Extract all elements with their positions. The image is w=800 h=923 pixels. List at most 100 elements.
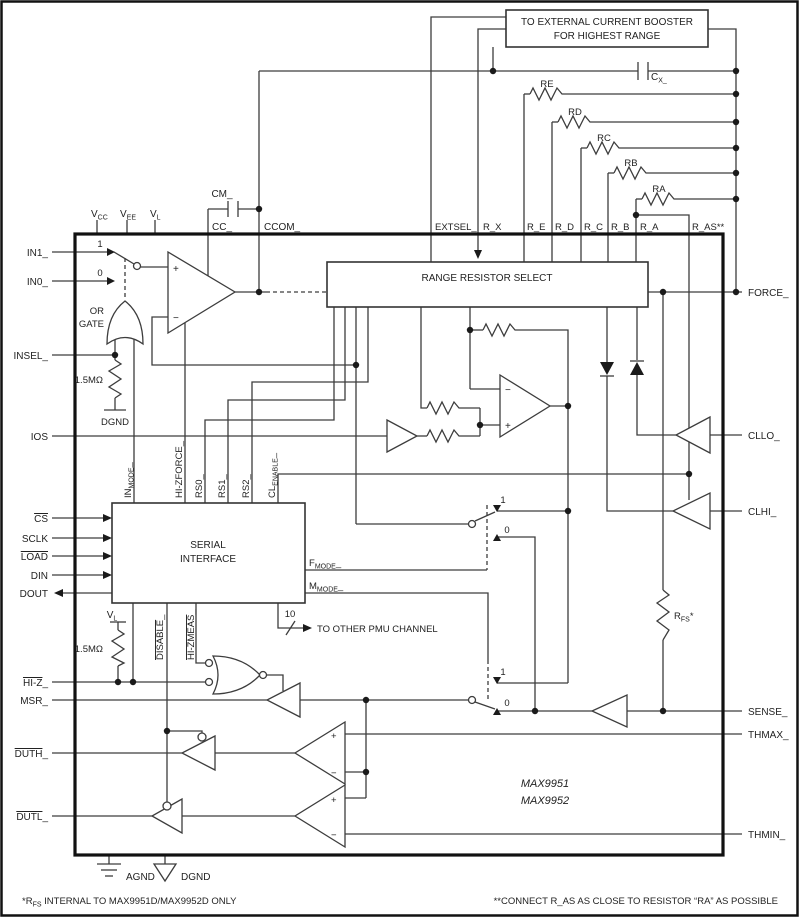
serial-box-title1: SERIAL [190, 540, 226, 551]
ic-boundary [73, 232, 725, 857]
pin-dutl: DUTL_ [16, 812, 48, 823]
pin-duth: DUTH_ [15, 749, 49, 760]
fmode-throw-1 [493, 505, 501, 512]
dout-arrow [54, 589, 63, 597]
input-switch-1: 1 [97, 239, 102, 250]
mmode-throw-1 [493, 677, 501, 684]
cllo-clamp-buffer [674, 415, 711, 455]
mmode-throw-0 [493, 708, 501, 715]
pin-re: R_E [527, 222, 545, 233]
resistor-rb [613, 165, 649, 181]
svg-text:+: + [173, 264, 179, 275]
wires [52, 16, 742, 877]
or-gate-label1: OR [90, 306, 104, 317]
feedback-resistor [482, 322, 519, 338]
amp-polarity-marks: + − − + + − + − [173, 264, 511, 841]
svg-text:−: − [505, 385, 511, 396]
booster-note-line2: FOR HIGHEST RANGE [554, 31, 661, 42]
pin-insel: INSEL_ [14, 351, 49, 362]
pin-cc: CC_ [212, 222, 232, 233]
resistor-re [529, 86, 565, 102]
pin-thmax: THMAX_ [748, 730, 789, 741]
input-switch-throw-0 [107, 277, 115, 285]
svg-text:−: − [331, 830, 337, 841]
label-insel-resistor: 1.5MΩ [75, 375, 103, 386]
bus-width-label: 10 [285, 609, 296, 620]
label-vl-resistor: 1.5MΩ [75, 644, 103, 655]
pin-cllo: CLLO_ [748, 431, 780, 442]
pin-msr: MSR_ [20, 696, 48, 707]
ctl-disable: DISABLE_ [155, 614, 166, 660]
dgnd-symbol [152, 863, 178, 883]
thmin-comparator [293, 783, 346, 849]
nor-gate [211, 655, 261, 695]
or-gate [106, 300, 144, 346]
ctl-rs2: RS2_ [241, 474, 252, 498]
pin-rd: R_D [555, 222, 574, 233]
svg-text:−: − [331, 768, 337, 779]
junction-dots [111, 67, 740, 776]
fmode-switch-0: 0 [504, 525, 509, 536]
rfs-resistor [655, 589, 671, 641]
mmode-switch-1: 1 [500, 667, 505, 678]
pin-vl-top: VL [150, 209, 161, 222]
clhi-clamp-buffer [671, 491, 711, 531]
svg-text:−: − [173, 313, 179, 324]
ctl-clenable: CLENABLE_ [267, 452, 280, 498]
rx-arrow [474, 250, 482, 259]
measure-resistor-lower [426, 428, 463, 444]
fmode-switch [467, 519, 477, 529]
load-arrow [103, 552, 112, 560]
duth-enable-bubble [197, 732, 207, 742]
label-to-other-pmu: TO OTHER PMU CHANNEL [317, 624, 438, 635]
pin-dout: DOUT [20, 589, 48, 600]
label-rfs: RFS* [674, 611, 694, 624]
pin-in1: IN1_ [27, 248, 49, 259]
insel-pulldown-resistor [107, 359, 123, 399]
clamp-diode-down [600, 362, 614, 375]
msr-buffer [265, 681, 301, 719]
serial-box-title2: INTERFACE [180, 554, 236, 565]
label-re: RE [540, 79, 553, 90]
ctl-hizmeas: HI-ZMEAS_ [186, 609, 197, 660]
arrowheads [54, 250, 482, 632]
pin-sense: SENSE_ [748, 707, 788, 718]
pin-rx: R_X [483, 222, 502, 233]
pin-sclk: SCLK [22, 534, 48, 545]
measure-resistor-upper [426, 400, 463, 416]
serial-interface-box [111, 502, 306, 604]
measure-amplifier [499, 373, 552, 439]
cap-cx-label: CX_ [651, 72, 667, 85]
or-gate-label2: GATE [79, 319, 104, 330]
thmax-comparator [293, 720, 346, 786]
amplifiers [150, 250, 711, 849]
label-agnd: AGND [126, 872, 155, 883]
input-switch-throw-1 [107, 248, 115, 256]
label-rb: RB [624, 158, 637, 169]
force-amplifier [167, 250, 237, 335]
pin-load: LOAD [21, 552, 48, 563]
nor-output-bubble [258, 670, 268, 680]
pin-vl-bottom: VL [107, 610, 118, 623]
fmode-throw-0 [493, 534, 501, 541]
sense-buffer [590, 693, 628, 729]
pin-force: FORCE_ [748, 288, 789, 299]
pin-rc: R_C [584, 222, 603, 233]
pin-rb: R_B [611, 222, 629, 233]
clamp-diode-up [630, 362, 644, 375]
part-number-2: MAX9952 [521, 795, 569, 807]
ctl-rs1: RS1_ [217, 474, 228, 498]
pin-ccom: CCOM_ [264, 222, 301, 233]
fmode-switch-1: 1 [500, 495, 505, 506]
input-switch-0: 0 [97, 268, 102, 279]
booster-note-line1: TO EXTERNAL CURRENT BOOSTER [521, 17, 693, 28]
booster-note-box [505, 9, 709, 48]
nor-input-bubble-top [204, 658, 214, 668]
part-number-1: MAX9951 [521, 778, 569, 790]
mmode-switch [467, 695, 477, 705]
label-fmode: FMODE_ [309, 558, 342, 571]
label-rd: RD [568, 107, 582, 118]
pin-cs: CS [34, 514, 48, 525]
